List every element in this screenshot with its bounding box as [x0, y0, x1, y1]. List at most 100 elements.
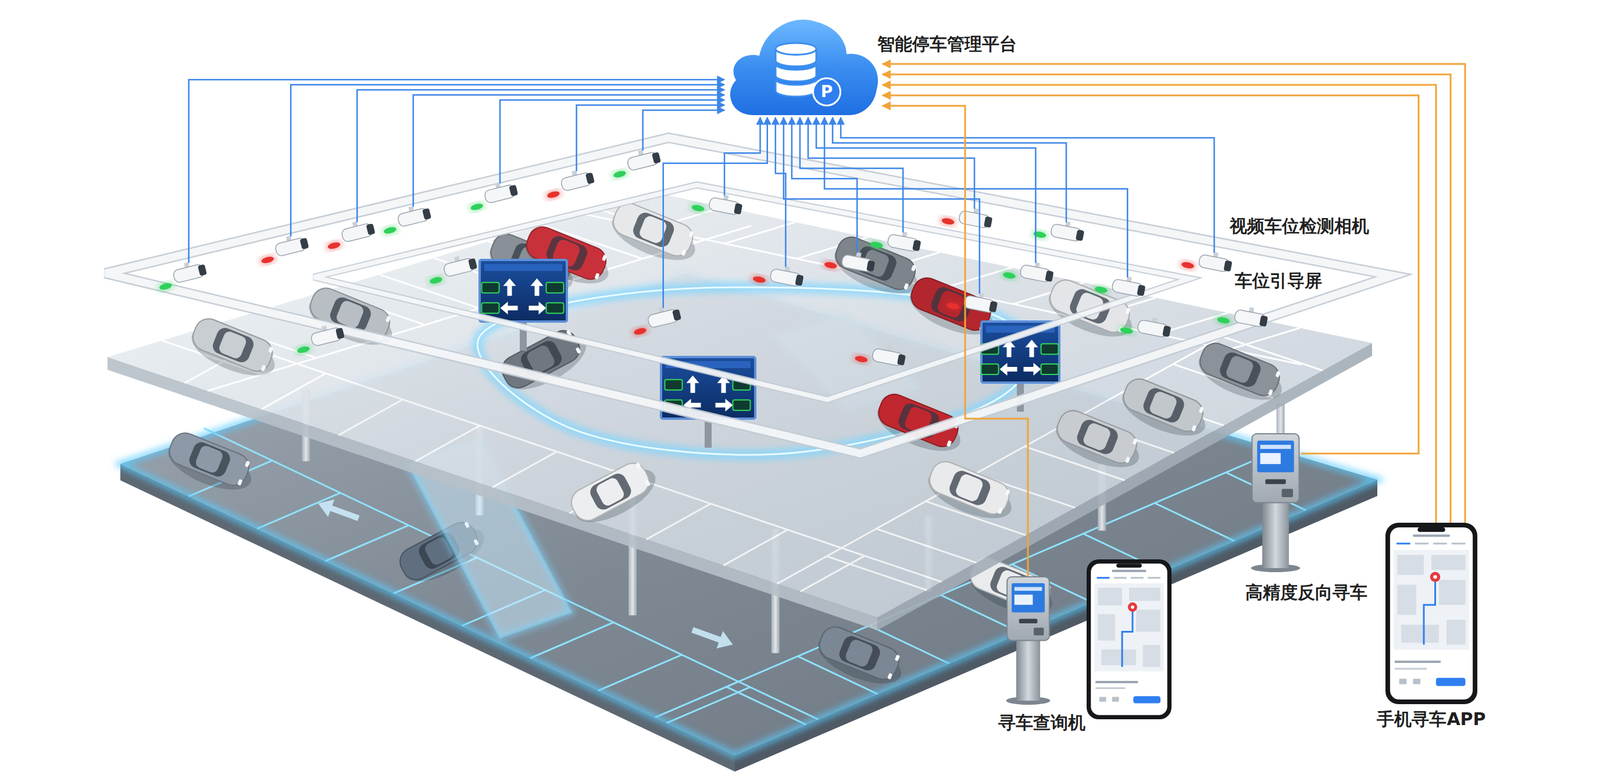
illustration-part [1127, 602, 1138, 612]
illustration-part [1133, 695, 1161, 703]
connector-line [882, 74, 1451, 523]
illustration-part [327, 241, 342, 250]
illustration-part [646, 503, 712, 539]
illustration-part [940, 267, 1012, 289]
detection-camera [1214, 301, 1270, 333]
illustration-part [325, 525, 409, 562]
node-label: 手机寻车APP [1376, 708, 1486, 730]
detection-camera [938, 202, 994, 234]
callout-label: 车位引导屏 [1231, 269, 1326, 292]
illustration-part [730, 19, 878, 116]
illustration-part [826, 556, 927, 591]
illustration-part [800, 117, 903, 233]
illustration-part [1415, 542, 1430, 545]
illustration-part [750, 273, 769, 285]
illustration-part [1430, 571, 1441, 582]
illustration-part [492, 451, 557, 488]
illustration-part [1136, 609, 1161, 632]
illustration-part [1433, 575, 1437, 579]
illustration-part [546, 190, 561, 199]
illustration-part [726, 686, 806, 725]
illustration-part [587, 470, 634, 513]
illustration-part [724, 117, 760, 196]
illustration-part [217, 329, 248, 360]
illustration-part [385, 315, 391, 323]
illustration-part [1214, 314, 1232, 326]
illustration-part [894, 654, 900, 662]
illustration-part [630, 210, 677, 250]
illustration-part [165, 429, 253, 490]
illustration-part [911, 264, 917, 272]
illustration-part [508, 184, 519, 196]
illustration-part [824, 117, 1128, 278]
illustration-part [1095, 687, 1125, 689]
illustration-part [1260, 452, 1281, 464]
illustration-part [156, 280, 175, 292]
illustration-part [941, 217, 956, 226]
illustration-part [299, 237, 309, 250]
illustration-part [258, 254, 277, 266]
illustration-part [1252, 433, 1300, 503]
illustration-part [868, 239, 886, 251]
detection-camera [1092, 270, 1148, 302]
illustration-part [688, 620, 736, 653]
illustration-part [954, 472, 985, 503]
illustration-part [158, 281, 173, 291]
illustration-part [665, 379, 683, 391]
illustration-part [1101, 649, 1137, 666]
illustration-part [338, 399, 403, 435]
illustration-part [503, 278, 517, 296]
cloud-platform: 智能停车管理平台P [724, 10, 883, 118]
illustration-part [381, 224, 400, 237]
illustration-part [210, 325, 256, 365]
connector-line [882, 63, 1466, 523]
illustration-part [611, 168, 630, 180]
illustration-part [575, 347, 582, 355]
illustration-part [1423, 579, 1436, 645]
illustration-part [1014, 587, 1042, 592]
detection-camera [153, 258, 209, 293]
ceiling-frame [105, 137, 1394, 454]
detection-camera [868, 225, 923, 257]
illustration-part [1143, 644, 1161, 667]
illustration-part [335, 327, 345, 339]
illustration-part [413, 94, 725, 207]
illustration-part [643, 110, 725, 152]
illustration-part [852, 353, 870, 365]
illustration-part [981, 321, 1060, 383]
illustration-part [429, 276, 444, 285]
illustration-part [1052, 406, 1141, 467]
illustration-part [1130, 576, 1144, 579]
illustration-part [800, 555, 866, 592]
illustration-part [651, 151, 662, 164]
illustration-part [546, 282, 564, 294]
detection-camera [1179, 245, 1234, 278]
illustration-part [594, 272, 600, 280]
illustration-part [1195, 338, 1284, 400]
car [185, 314, 283, 386]
illustration-part [1129, 587, 1161, 602]
car [827, 232, 925, 304]
illustration-part [107, 191, 1373, 618]
illustration-part [186, 439, 232, 479]
illustration-part [546, 302, 564, 314]
illustration-part [644, 479, 651, 487]
illustration-part [1162, 325, 1171, 338]
illustration-part [383, 226, 398, 235]
illustration-part [366, 223, 376, 235]
illustration-part [854, 355, 869, 364]
illustration-part [598, 654, 682, 691]
illustration-part [1396, 542, 1411, 545]
illustration-part [1191, 425, 1197, 432]
illustration-part [936, 288, 967, 320]
detection-camera [423, 252, 480, 287]
illustration-part [415, 425, 481, 462]
illustration-part [356, 89, 725, 223]
illustration-part [876, 528, 977, 563]
connector-line [882, 95, 1419, 454]
illustration-part [427, 274, 446, 287]
illustration-part [1000, 362, 1018, 376]
illustration-part [544, 188, 563, 200]
illustration-part [1216, 316, 1231, 325]
